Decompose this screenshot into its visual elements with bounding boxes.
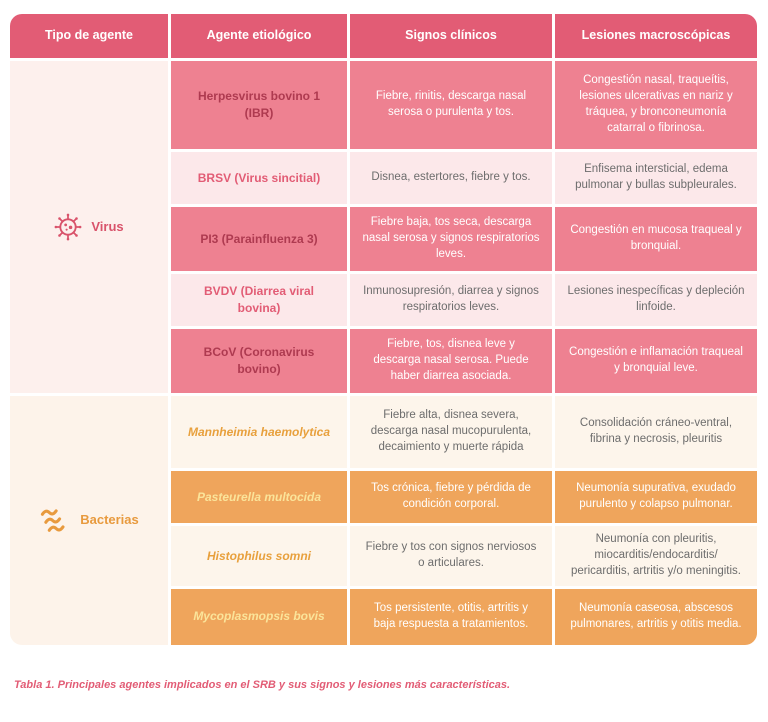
lesions-cell: Neumonía supurativa, exudado purulento y… (555, 471, 757, 523)
header-agente-etiologico: Agente etiológico (171, 14, 347, 58)
agent-cell: PI3 (Parainfluenza 3) (171, 207, 347, 271)
signs-cell: Inmunosupresión, diarrea y signos respir… (350, 274, 552, 326)
header-signos-clinicos: Signos clínicos (350, 14, 552, 58)
agents-table: Tipo de agente Agente etiológico Signos … (10, 14, 757, 645)
lesions-cell: Congestión en mucosa traqueal y bronquia… (555, 207, 757, 271)
agent-cell: Mannheimia haemolytica (171, 396, 347, 468)
lesions-cell: Lesiones inespecíficas y depleción linfo… (555, 274, 757, 326)
table-caption: Tabla 1. Principales agentes implicados … (14, 678, 511, 691)
agent-cell: BVDV (Diarrea viral bovina) (171, 274, 347, 326)
signs-cell: Fiebre, rinitis, descarga nasal serosa o… (350, 61, 552, 149)
agent-cell: Mycoplasmopsis bovis (171, 588, 347, 645)
header-lesiones-macroscopicas: Lesiones macroscópicas (555, 14, 757, 58)
virus-icon (54, 213, 82, 241)
lesions-cell: Consolidación cráneo-ventral, fibrina y … (555, 396, 757, 468)
signs-cell: Fiebre, tos, disnea leve y descarga nasa… (350, 329, 552, 393)
header-tipo-de-agente: Tipo de agente (10, 14, 168, 58)
lesions-cell: Enfisema intersticial, edema pulmonar y … (555, 152, 757, 204)
agent-cell: Pasteurella multocida (171, 471, 347, 523)
agent-cell: Herpesvirus bovino 1 (IBR) (171, 61, 347, 149)
agent-cell: Histophilus somni (171, 526, 347, 586)
agent-cell: BRSV (Virus sincitial) (171, 152, 347, 204)
group-cell-virus: Virus (10, 61, 168, 393)
group-label-virus: Virus (91, 219, 124, 235)
page: Tipo de agente Agente etiológico Signos … (10, 14, 757, 691)
signs-cell: Fiebre alta, disnea severa, descarga nas… (350, 396, 552, 468)
signs-cell: Disnea, estertores, fiebre y tos. (350, 152, 552, 204)
lesions-cell: Neumonía con pleuritis, miocarditis/endo… (555, 526, 757, 586)
bacteria-icon (39, 506, 71, 534)
group-label-bacterias: Bacterias (80, 512, 139, 528)
signs-cell: Fiebre y tos con signos nerviosos o arti… (350, 526, 552, 586)
agent-cell: BCoV (Coronavirus bovino) (171, 329, 347, 393)
group-cell-bacterias: Bacterias (10, 396, 168, 645)
lesions-cell: Congestión e inflamación traqueal y bron… (555, 329, 757, 393)
signs-cell: Tos persistente, otitis, artritis y baja… (350, 588, 552, 645)
lesions-cell: Neumonía caseosa, abscesos pulmonares, a… (555, 588, 757, 645)
signs-cell: Tos crónica, fiebre y pérdida de condici… (350, 471, 552, 523)
lesions-cell: Congestión nasal, traqueítis, lesiones u… (555, 61, 757, 149)
signs-cell: Fiebre baja, tos seca, descarga nasal se… (350, 207, 552, 271)
